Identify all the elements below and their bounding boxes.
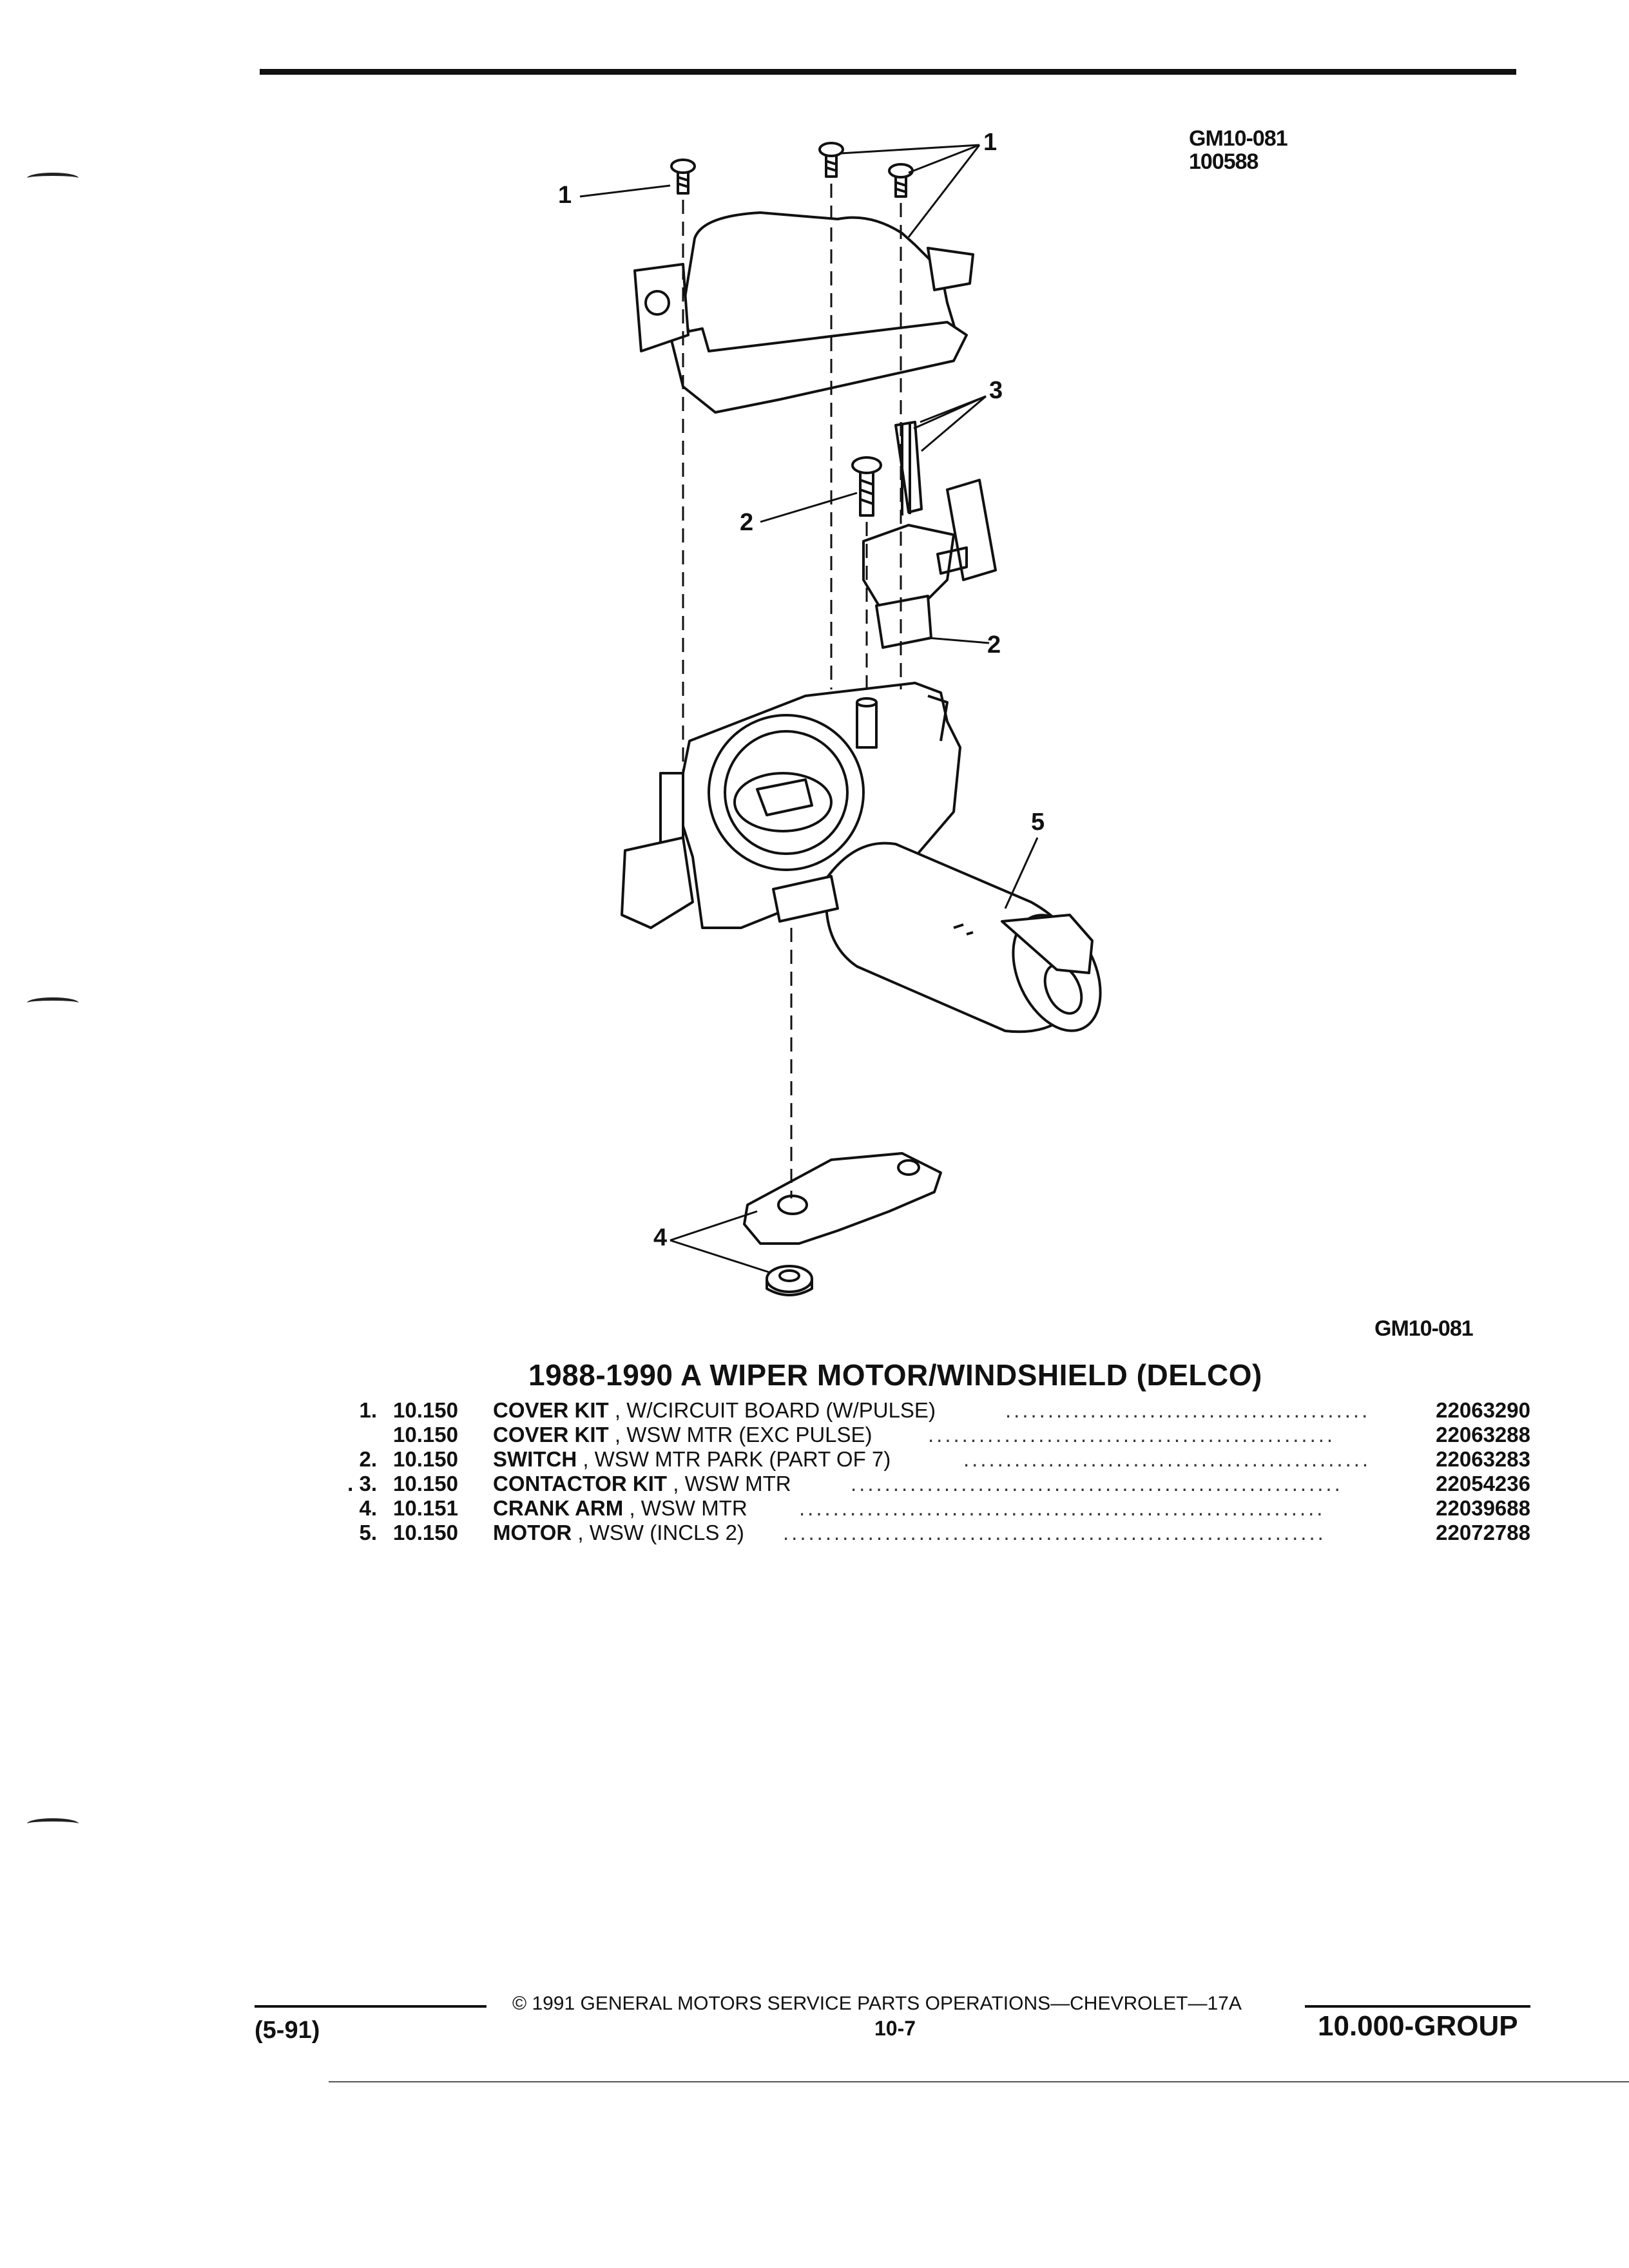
dot-leader: ........................................… xyxy=(783,1521,1326,1544)
callout-4: 4 xyxy=(653,1224,668,1251)
part-number: 22072788 xyxy=(1436,1521,1530,1544)
screw-icon xyxy=(670,159,696,195)
part-name: CONTACTOR KIT xyxy=(493,1472,668,1495)
part-number: 22063288 xyxy=(1436,1423,1530,1446)
figure-code: GM10-081 xyxy=(1374,1316,1474,1341)
callout-2-right: 2 xyxy=(987,631,1001,658)
parts-row: 4. 10.151 CRANK ARM , WSW MTR ..........… xyxy=(332,1496,1530,1521)
dot-leader: ........................................… xyxy=(1005,1398,1369,1422)
part-description: , WSW MTR (EXC PULSE) xyxy=(614,1423,872,1446)
parts-row: 5. 10.150 MOTOR , WSW (INCLS 2) ........… xyxy=(332,1521,1530,1545)
part-description: , WSW MTR xyxy=(673,1472,791,1495)
dot-leader: ........................................… xyxy=(963,1447,1369,1471)
part-name: COVER KIT xyxy=(493,1423,609,1446)
switch-and-contactor-drawing xyxy=(851,421,997,649)
part-name: SWITCH xyxy=(493,1447,577,1471)
part-item-number: 1. xyxy=(359,1398,377,1422)
footer-rule-left xyxy=(255,2005,487,2008)
parts-row: . 3. 10.150 CONTACTOR KIT , WSW MTR ....… xyxy=(332,1472,1530,1496)
part-description: , WSW MTR xyxy=(629,1496,747,1520)
wiper-motor-exploded-diagram xyxy=(579,142,1102,1296)
footer-group: 10.000-GROUP xyxy=(1318,2010,1518,2042)
binder-mark xyxy=(27,173,79,184)
part-description: , W/CIRCUIT BOARD (W/PULSE) xyxy=(614,1398,936,1422)
part-group: 10.150 xyxy=(393,1423,458,1446)
part-description: , WSW MTR PARK (PART OF 7) xyxy=(583,1447,891,1471)
callout-2-left: 2 xyxy=(740,509,754,536)
part-number: 22063290 xyxy=(1436,1398,1530,1422)
part-name: CRANK ARM xyxy=(493,1496,624,1520)
crank-arm-drawing xyxy=(743,1152,942,1296)
top-rule xyxy=(260,69,1516,75)
motor-drawing xyxy=(772,841,1102,1033)
binder-mark xyxy=(27,1818,79,1829)
footer-rule-right xyxy=(1305,2005,1530,2008)
callout-1-left: 1 xyxy=(558,182,572,209)
part-group: 10.150 xyxy=(393,1447,458,1471)
callout-5: 5 xyxy=(1031,809,1045,836)
header-code: GM10-081 xyxy=(1189,126,1288,151)
part-item-number: 5. xyxy=(359,1521,377,1544)
parts-row: 10.150 COVER KIT , WSW MTR (EXC PULSE) .… xyxy=(332,1423,1530,1447)
part-description: , WSW (INCLS 2) xyxy=(577,1521,744,1544)
dot-leader: ........................................… xyxy=(799,1496,1325,1520)
cover-kit-drawing xyxy=(633,211,974,414)
dot-leader: ........................................… xyxy=(851,1472,1343,1495)
footer-copyright: © 1991 GENERAL MOTORS SERVICE PARTS OPER… xyxy=(512,1993,1242,2014)
screw-icon xyxy=(888,163,914,198)
parts-row: 1. 10.150 COVER KIT , W/CIRCUIT BOARD (W… xyxy=(332,1398,1530,1423)
part-group: 10.150 xyxy=(393,1521,458,1544)
dot-leader: ........................................… xyxy=(928,1423,1336,1446)
screw-icon xyxy=(818,142,844,178)
header-date-code: 100588 xyxy=(1189,149,1258,174)
footer-page-number: 10-7 xyxy=(874,2017,916,2040)
part-number: 22063283 xyxy=(1436,1447,1530,1471)
part-group: 10.150 xyxy=(393,1398,458,1422)
section-title: 1988-1990 A WIPER MOTOR/WINDSHIELD (DELC… xyxy=(528,1358,1262,1392)
footer-revision: (5-91) xyxy=(255,2017,320,2044)
part-group: 10.150 xyxy=(393,1472,458,1495)
callout-1-right: 1 xyxy=(983,129,998,156)
part-item-number: 4. xyxy=(359,1496,377,1520)
part-number: 22054236 xyxy=(1436,1472,1530,1495)
part-item-number: . 3. xyxy=(347,1472,377,1495)
part-name: MOTOR xyxy=(493,1521,572,1544)
bottom-rule xyxy=(329,2081,1629,2082)
part-group: 10.151 xyxy=(393,1496,458,1520)
binder-mark xyxy=(27,997,79,1008)
part-item-number: 2. xyxy=(359,1447,377,1471)
part-name: COVER KIT xyxy=(493,1398,609,1422)
parts-row: 2. 10.150 SWITCH , WSW MTR PARK (PART OF… xyxy=(332,1447,1530,1472)
part-number: 22039688 xyxy=(1436,1496,1530,1520)
callout-3: 3 xyxy=(989,377,1003,404)
